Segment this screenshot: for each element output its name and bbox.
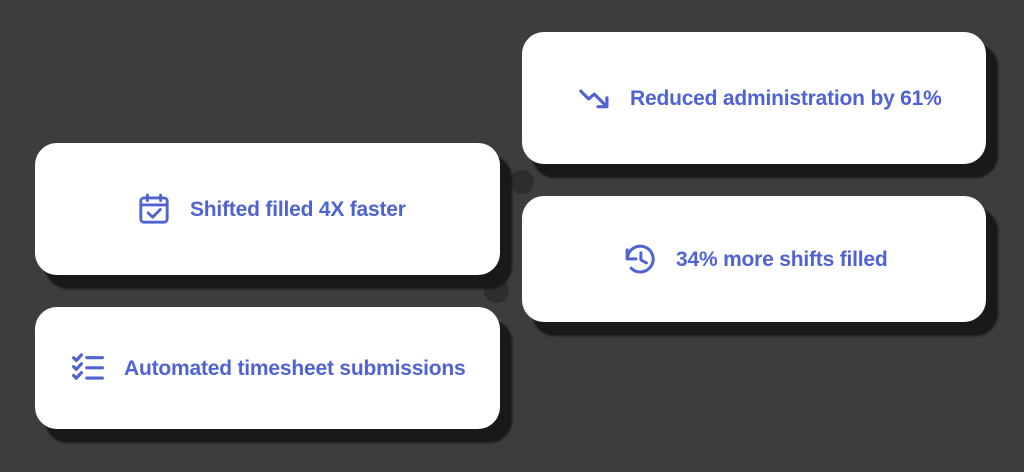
checklist-icon [70, 350, 106, 386]
history-clock-icon [622, 241, 658, 277]
calendar-check-icon [136, 191, 172, 227]
connector-dot-top [510, 170, 534, 194]
stat-card-label: Automated timesheet submissions [124, 356, 466, 380]
stat-card-shifts-filled-faster[interactable]: Shifted filled 4X faster [35, 143, 500, 275]
stat-card-label: Shifted filled 4X faster [190, 197, 406, 221]
connector-dot-bottom [484, 278, 509, 303]
stat-card-more-shifts-filled[interactable]: 34% more shifts filled [522, 196, 986, 322]
stat-card-label: Reduced administration by 61% [630, 86, 942, 110]
stat-card-label: 34% more shifts filled [676, 247, 888, 271]
trending-down-icon [576, 80, 612, 116]
stat-card-reduced-administration[interactable]: Reduced administration by 61% [522, 32, 986, 164]
stat-card-automated-timesheets[interactable]: Automated timesheet submissions [35, 307, 500, 429]
